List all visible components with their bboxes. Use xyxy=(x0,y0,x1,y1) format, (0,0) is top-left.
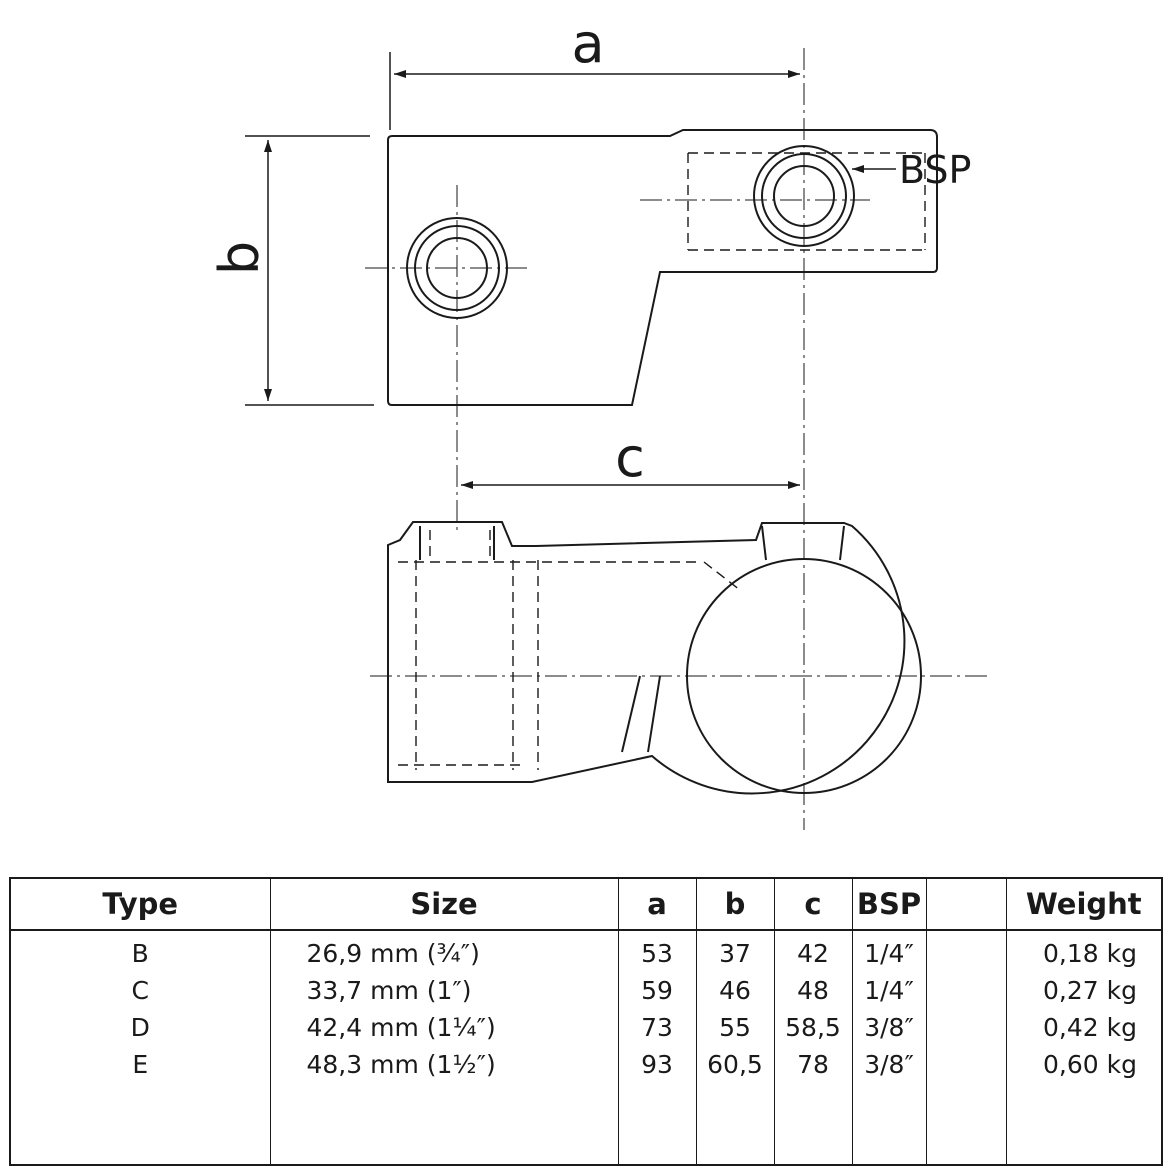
side-view-outline xyxy=(387,521,906,795)
size-value: 42,4 mm (1¼″) xyxy=(306,1013,496,1042)
bsp-callout-label: BSP xyxy=(899,148,971,192)
column-b: 37 46 55 60,5 xyxy=(695,930,775,1165)
dimension-a xyxy=(389,52,800,130)
column-a: 53 59 73 93 xyxy=(617,930,697,1165)
side-view xyxy=(370,521,990,795)
type-value: C xyxy=(131,976,149,1005)
header-weight: Weight xyxy=(1005,878,1163,931)
weight-value: 0,42 kg xyxy=(1043,1013,1137,1042)
column-blank xyxy=(925,930,1007,1165)
specification-table: Type Size a b c BSP Weight B C D E 26,9 … xyxy=(9,877,1163,1166)
technical-drawing: a b c BSP xyxy=(208,12,990,830)
column-bsp: 1/4″ 1/4″ 3/8″ 3/8″ xyxy=(851,930,927,1165)
table-header-row: Type Size a b c BSP Weight xyxy=(9,878,1163,931)
dimension-b xyxy=(245,135,374,406)
c-value: 42 xyxy=(797,939,829,968)
b-value: 55 xyxy=(719,1013,751,1042)
b-value: 46 xyxy=(719,976,751,1005)
column-size: 26,9 mm (¾″) 33,7 mm (1″) 42,4 mm (1¼″) … xyxy=(269,930,619,1165)
bsp-value: 3/8″ xyxy=(864,1013,914,1042)
c-value: 58,5 xyxy=(785,1013,841,1042)
header-size: Size xyxy=(269,878,619,931)
header-b: b xyxy=(695,878,775,931)
type-value: B xyxy=(131,939,149,968)
top-view xyxy=(365,48,938,830)
hidden-bore-lines xyxy=(687,152,926,251)
bsp-value: 3/8″ xyxy=(864,1050,914,1079)
table-body-row: B C D E 26,9 mm (¾″) 33,7 mm (1″) 42,4 m… xyxy=(9,930,1163,1165)
dimension-b-label: b xyxy=(208,241,271,275)
a-value: 59 xyxy=(641,976,673,1005)
weight-value: 0,60 kg xyxy=(1043,1050,1137,1079)
dimension-a-label: a xyxy=(571,12,604,75)
size-value: 48,3 mm (1½″) xyxy=(306,1050,496,1079)
top-view-outline xyxy=(387,129,938,406)
side-hidden-lines xyxy=(398,530,741,770)
bsp-value: 1/4″ xyxy=(864,976,914,1005)
b-value: 37 xyxy=(719,939,751,968)
dimension-c-label: c xyxy=(615,426,645,489)
c-value: 48 xyxy=(797,976,829,1005)
header-a: a xyxy=(617,878,697,931)
b-value: 60,5 xyxy=(707,1050,763,1079)
header-c: c xyxy=(773,878,853,931)
column-type: B C D E xyxy=(9,930,271,1165)
column-c: 42 48 58,5 78 xyxy=(773,930,853,1165)
size-value: 33,7 mm (1″) xyxy=(306,976,472,1005)
header-type: Type xyxy=(9,878,271,931)
bsp-value: 1/4″ xyxy=(864,939,914,968)
weight-value: 0,27 kg xyxy=(1043,976,1137,1005)
type-value: D xyxy=(130,1013,150,1042)
weight-value: 0,18 kg xyxy=(1043,939,1137,968)
c-value: 78 xyxy=(797,1050,829,1079)
a-value: 53 xyxy=(641,939,673,968)
column-weight: 0,18 kg 0,27 kg 0,42 kg 0,60 kg xyxy=(1005,930,1163,1165)
a-value: 93 xyxy=(641,1050,673,1079)
header-blank xyxy=(925,878,1007,931)
size-value: 26,9 mm (¾″) xyxy=(306,939,480,968)
top-centre-lines xyxy=(365,48,870,830)
type-value: E xyxy=(132,1050,149,1079)
a-value: 73 xyxy=(641,1013,673,1042)
header-bsp: BSP xyxy=(851,878,927,931)
